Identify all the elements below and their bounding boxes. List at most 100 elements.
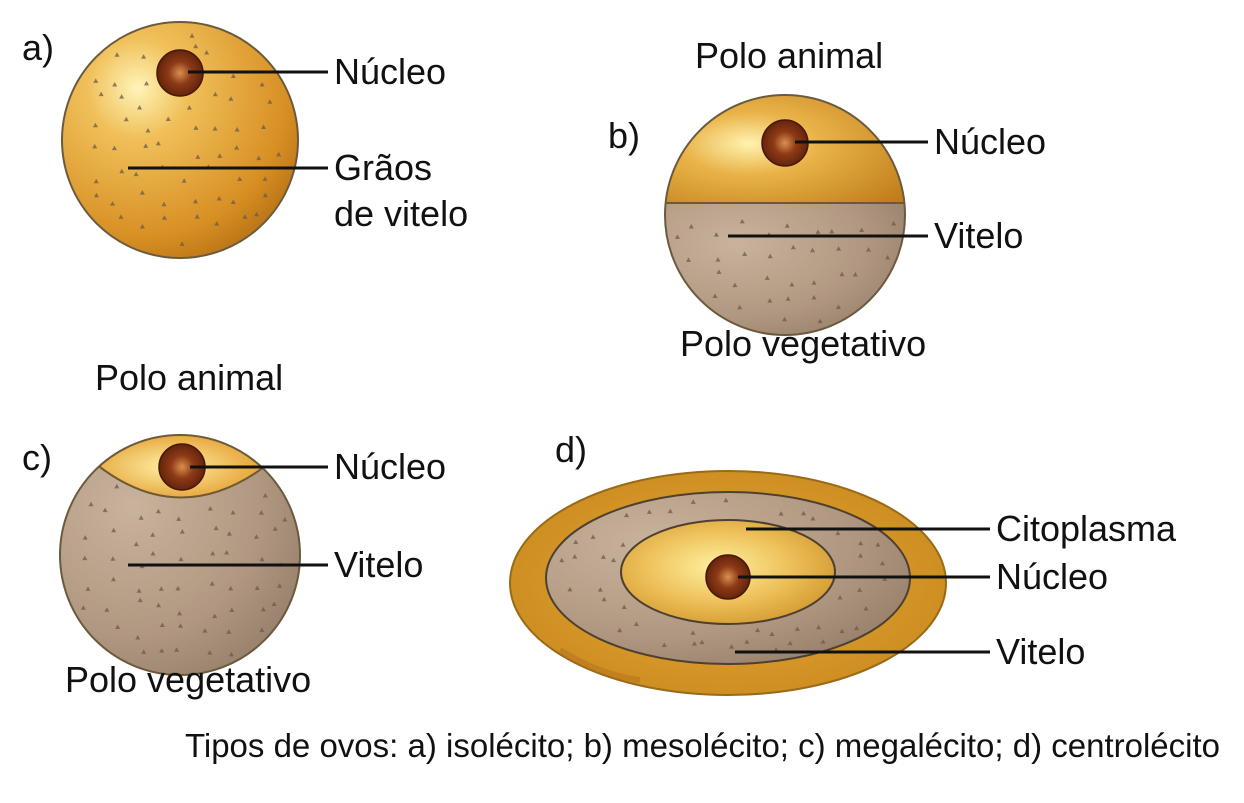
yolk-grain — [621, 604, 627, 609]
yolk-grain — [866, 247, 872, 252]
yolk-grain — [267, 99, 273, 104]
yolk-grain — [141, 54, 147, 59]
yolk-grain — [123, 116, 129, 122]
yolk-grain — [661, 642, 667, 647]
yolk-grain — [136, 588, 142, 593]
yolk-grain — [787, 640, 793, 646]
yolk-grain — [237, 176, 243, 181]
label-b-vegetal-pole: Polo vegetativo — [680, 323, 926, 364]
yolk-grain — [114, 52, 120, 57]
yolk-grain — [858, 540, 864, 546]
yolk-grain — [723, 497, 729, 503]
yolk-grain — [212, 91, 218, 97]
label-d-yolk: Vitelo — [996, 631, 1085, 672]
yolk-grain — [137, 104, 143, 110]
yolk-grain — [715, 257, 721, 262]
yolk-grain — [145, 128, 151, 133]
yolk-grain — [742, 251, 748, 256]
yolk-grain — [92, 122, 98, 128]
yolk-grain — [863, 605, 869, 611]
yolk-grain — [224, 549, 230, 555]
label-a-grains-line2: de vitelo — [334, 193, 468, 234]
yolk-grain — [253, 534, 259, 539]
yolk-grain — [784, 223, 790, 228]
yolk-grain — [713, 232, 719, 237]
yolk-grain — [617, 627, 623, 633]
yolk-grain — [111, 145, 117, 151]
egg-a-yolk-grains — [92, 33, 282, 246]
yolk-grain — [816, 624, 822, 630]
yolk-grain — [165, 116, 171, 122]
label-d-cytoplasm: Citoplasma — [996, 508, 1177, 549]
yolk-grain — [611, 557, 617, 563]
yolk-grain — [139, 223, 145, 229]
yolk-grain — [234, 126, 240, 132]
label-c-nucleus: Núcleo — [334, 446, 446, 487]
yolk-grain — [839, 628, 845, 634]
yolk-grain — [259, 627, 265, 632]
yolk-grain — [885, 255, 891, 260]
egg-b-mesolecithal: Polo animal b) Núcleo Vitelo Polo vegeta… — [608, 35, 1046, 364]
egg-d-centrolecithal: d) Citoplasma Núcleo Vitelo — [509, 429, 1177, 696]
yolk-grain — [111, 527, 117, 533]
yolk-grain — [271, 601, 277, 607]
panel-letter-d: d) — [555, 429, 587, 470]
yolk-grain — [98, 91, 104, 97]
yolk-grain — [226, 531, 232, 536]
yolk-grain — [769, 631, 775, 637]
yolk-grain — [141, 649, 147, 654]
yolk-grain — [193, 125, 199, 130]
yolk-grain — [716, 269, 722, 274]
yolk-grain — [228, 651, 234, 657]
yolk-grain — [133, 541, 139, 547]
panel-letter-c: c) — [22, 437, 52, 478]
yolk-grain — [277, 583, 283, 588]
yolk-grain — [572, 554, 578, 559]
yolk-grain — [852, 272, 858, 277]
yolk-grain — [110, 201, 116, 206]
yolk-grain — [559, 557, 565, 563]
yolk-grain — [159, 648, 165, 653]
yolk-grain — [839, 271, 845, 277]
yolk-grain — [189, 33, 195, 38]
yolk-grain — [178, 623, 184, 628]
label-d-nucleus: Núcleo — [996, 556, 1108, 597]
yolk-grain — [212, 126, 218, 131]
yolk-grain — [156, 602, 162, 608]
label-c-vegetal-pole: Polo vegetativo — [65, 659, 311, 700]
label-b-yolk: Vitelo — [934, 215, 1023, 256]
yolk-grain — [699, 639, 705, 645]
yolk-grain — [882, 576, 888, 581]
yolk-grain — [174, 647, 180, 652]
panel-letter-b: b) — [608, 115, 640, 156]
yolk-grain — [785, 296, 791, 301]
yolk-grain — [837, 595, 843, 600]
yolk-grain — [93, 78, 99, 83]
yolk-grain — [835, 530, 841, 536]
yolk-grain — [214, 221, 220, 226]
yolk-grain — [674, 234, 680, 239]
yolk-grain — [114, 483, 120, 489]
yolk-grain — [230, 510, 236, 515]
yolk-grain — [829, 228, 835, 234]
egg-c-boundary — [79, 449, 286, 499]
yolk-grain — [177, 610, 183, 616]
yolk-grain — [230, 73, 236, 78]
yolk-grain — [186, 105, 192, 110]
yolk-grain — [810, 247, 816, 253]
yolk-grain — [159, 622, 165, 627]
yolk-grain — [242, 214, 248, 219]
yolk-grain — [104, 607, 110, 612]
yolk-grain — [234, 145, 240, 150]
yolk-grain — [209, 581, 215, 586]
yolk-grain — [194, 214, 200, 219]
yolk-grain — [150, 532, 156, 537]
yolk-grain — [767, 298, 773, 303]
yolk-grain — [686, 257, 692, 262]
egg-c-megalecithal: Polo animal c) Núcleo Vitelo Polo vegeta… — [22, 357, 446, 700]
yolk-grain — [92, 143, 98, 149]
yolk-grain — [150, 551, 156, 556]
yolk-grain — [216, 195, 222, 201]
yolk-grain — [690, 499, 696, 504]
yolk-grain — [119, 168, 125, 174]
